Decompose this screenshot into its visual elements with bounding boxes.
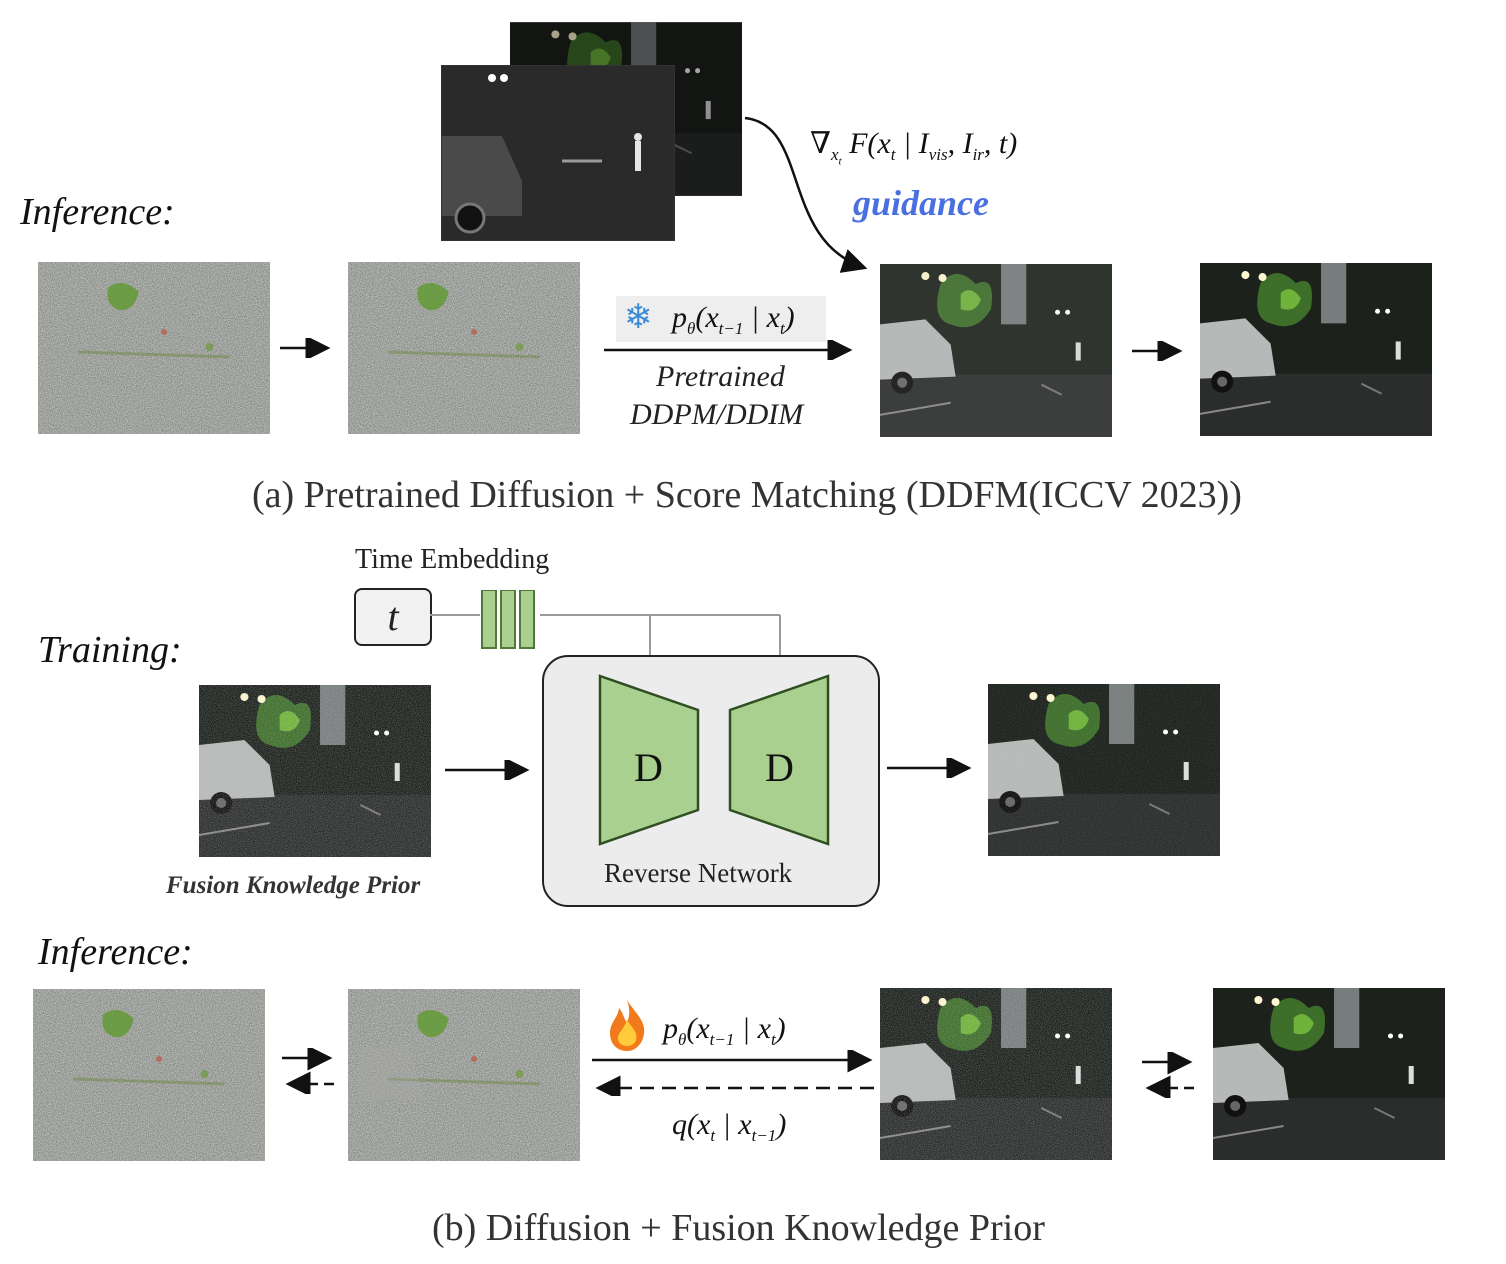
decoder-label-right: D xyxy=(765,744,794,791)
prior-label: Fusion Knowledge Prior xyxy=(166,872,420,900)
snowflake-icon: ❄ xyxy=(624,298,653,338)
arrow-a1 xyxy=(278,338,333,358)
arrow-a3 xyxy=(1130,341,1185,361)
inference-label-a: Inference: xyxy=(20,190,175,234)
decoder-label-left: D xyxy=(634,744,663,791)
caption-b: (b) Diffusion + Fusion Knowledge Prior xyxy=(432,1206,1045,1250)
forward-noise-formula: q(xt | xt−1) xyxy=(672,1108,786,1146)
fire-icon xyxy=(606,998,648,1052)
caption-a: (a) Pretrained Diffusion + Score Matchin… xyxy=(252,473,1242,517)
ddpm-ddim-label: DDPM/DDIM xyxy=(630,398,803,432)
fused-image-b3 xyxy=(880,988,1112,1160)
reverse-step-formula-b: pθ(xt−1 | xt) xyxy=(663,1012,786,1050)
noise-image-b2 xyxy=(348,989,580,1161)
time-symbol: t xyxy=(387,594,398,639)
noise-image-a2 xyxy=(348,262,580,434)
fused-image-a4 xyxy=(1200,263,1432,436)
arrow-train-in xyxy=(443,760,533,780)
inference-label-b: Inference: xyxy=(38,930,193,974)
arrows-b1 xyxy=(280,1048,338,1094)
training-output-image xyxy=(988,684,1220,856)
guidance-label: guidance xyxy=(853,182,989,224)
training-label: Training: xyxy=(38,628,182,672)
time-embedding-label: Time Embedding xyxy=(355,544,549,576)
reverse-network-label: Reverse Network xyxy=(604,858,792,889)
arrow-train-out xyxy=(885,758,975,778)
fused-image-b4 xyxy=(1213,988,1445,1160)
pretrained-label: Pretrained xyxy=(656,360,785,394)
arrow-a2 xyxy=(602,340,857,360)
arrows-b2 xyxy=(590,1050,878,1096)
decoder-shapes xyxy=(596,672,836,852)
time-step-box: t xyxy=(354,588,432,646)
reverse-step-formula-a: pθ(xt−1 | xt) xyxy=(672,301,795,339)
noise-image-a1 xyxy=(38,262,270,434)
infrared-source-image xyxy=(441,65,675,241)
guidance-formula: ∇xt F(xt | Ivis, Iir, t) xyxy=(810,126,1017,167)
noise-image-b1 xyxy=(33,989,265,1161)
prior-input-image xyxy=(199,685,431,857)
fused-image-a3 xyxy=(880,264,1112,437)
arrows-b3 xyxy=(1140,1052,1198,1098)
